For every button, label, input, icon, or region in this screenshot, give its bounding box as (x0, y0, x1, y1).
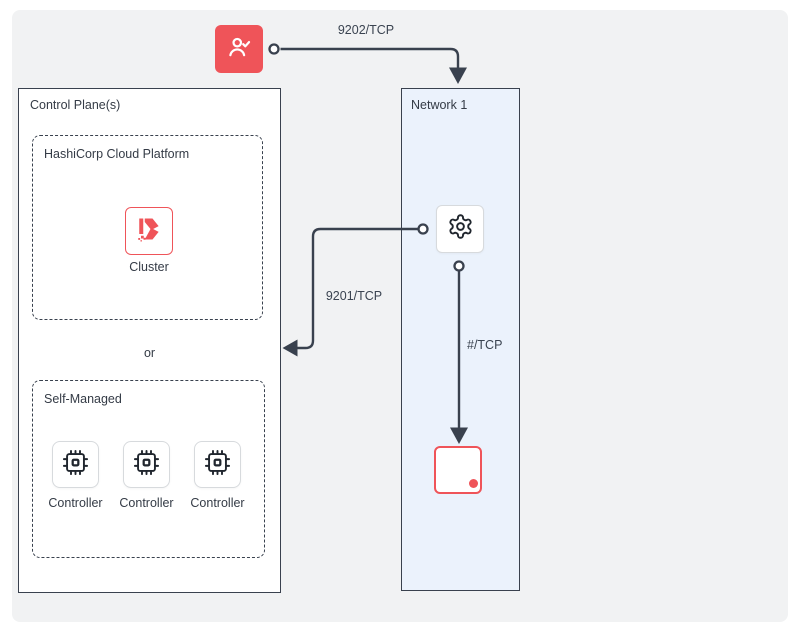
or-label: or (143, 346, 156, 360)
cpu-icon (133, 449, 160, 481)
cluster-label: Cluster (129, 260, 169, 274)
port-label-9201: 9201/TCP (325, 289, 383, 303)
controller-label: Controller (119, 496, 174, 510)
client-node (215, 25, 263, 73)
user-check-icon (225, 33, 253, 66)
target-dot-icon (469, 479, 478, 488)
control-plane-group (18, 88, 281, 593)
network-title: Network 1 (411, 98, 468, 112)
gear-icon (447, 213, 474, 245)
target-node (434, 446, 482, 494)
network-group (401, 88, 520, 591)
controller-node (194, 441, 241, 488)
controller-node (52, 441, 99, 488)
controller-node (123, 441, 170, 488)
controller-label: Controller (190, 496, 245, 510)
self-managed-title: Self-Managed (44, 392, 122, 406)
port-label-9202: 9202/TCP (337, 23, 395, 37)
cpu-icon (62, 449, 89, 481)
controller-label: Controller (48, 496, 103, 510)
cpu-icon (204, 449, 231, 481)
self-managed-group (32, 380, 265, 558)
hcp-title: HashiCorp Cloud Platform (44, 147, 190, 161)
control-plane-title: Control Plane(s) (30, 98, 121, 112)
hcp-group (32, 135, 263, 320)
port-label-hash-tcp: #/TCP (467, 338, 503, 352)
worker-node (436, 205, 484, 253)
cluster-node (125, 207, 173, 255)
boundary-logo-icon (134, 214, 164, 249)
